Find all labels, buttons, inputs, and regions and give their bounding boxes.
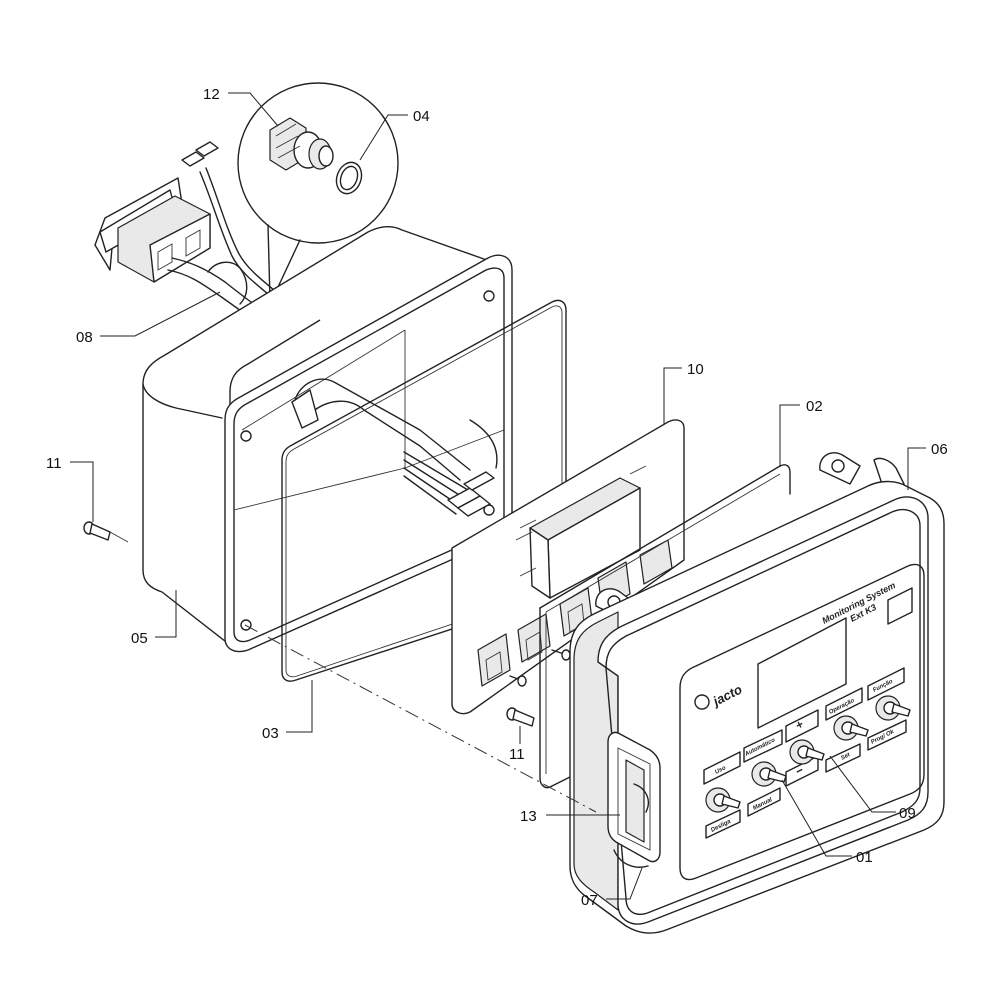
callout-04: 04	[413, 108, 430, 125]
toggle-switch-desliga	[705, 787, 741, 813]
leader-lines	[70, 92, 926, 900]
callout-05: 05	[131, 630, 148, 647]
part-12-cable-gland	[269, 117, 334, 171]
part-13-latch	[607, 731, 661, 863]
callout-03: 03	[262, 725, 279, 742]
callout-12: 12	[203, 86, 220, 103]
callout-02: 02	[806, 398, 823, 415]
callout-11-right: 11	[509, 746, 525, 763]
label-set: Set	[840, 752, 852, 762]
callout-labels: 12 04 08 11 05 03 10 02 06 11 13 07 01 0…	[46, 86, 948, 909]
toggle-switch-prog-ok	[875, 695, 911, 721]
callout-01: 01	[856, 849, 873, 866]
part-04-o-ring	[335, 161, 363, 195]
part-11-screw-right	[506, 707, 535, 727]
callout-11-left: 11	[46, 455, 62, 472]
part-10-circuit-board	[451, 419, 685, 715]
callout-10: 10	[687, 361, 704, 378]
part-08-cable-connector	[94, 141, 275, 331]
callout-09: 09	[899, 805, 916, 822]
callout-08: 08	[76, 329, 93, 346]
part-06-front-cover: jacto Monitoring System Ext K3 Uso Autom…	[569, 452, 945, 934]
callout-13: 13	[520, 808, 537, 825]
alignment-line	[244, 624, 597, 813]
toggle-switch-manual	[751, 761, 787, 787]
callout-07: 07	[581, 892, 598, 909]
callout-06: 06	[931, 441, 948, 458]
detail-magnifier	[237, 82, 399, 301]
label-uso: Uso	[714, 765, 727, 776]
toggle-switch-plus-minus	[789, 739, 825, 765]
part-05-enclosure	[142, 226, 513, 653]
part-07-clip	[613, 849, 649, 868]
part-11-screw-left	[83, 521, 129, 543]
toggle-switch-set	[833, 715, 869, 741]
